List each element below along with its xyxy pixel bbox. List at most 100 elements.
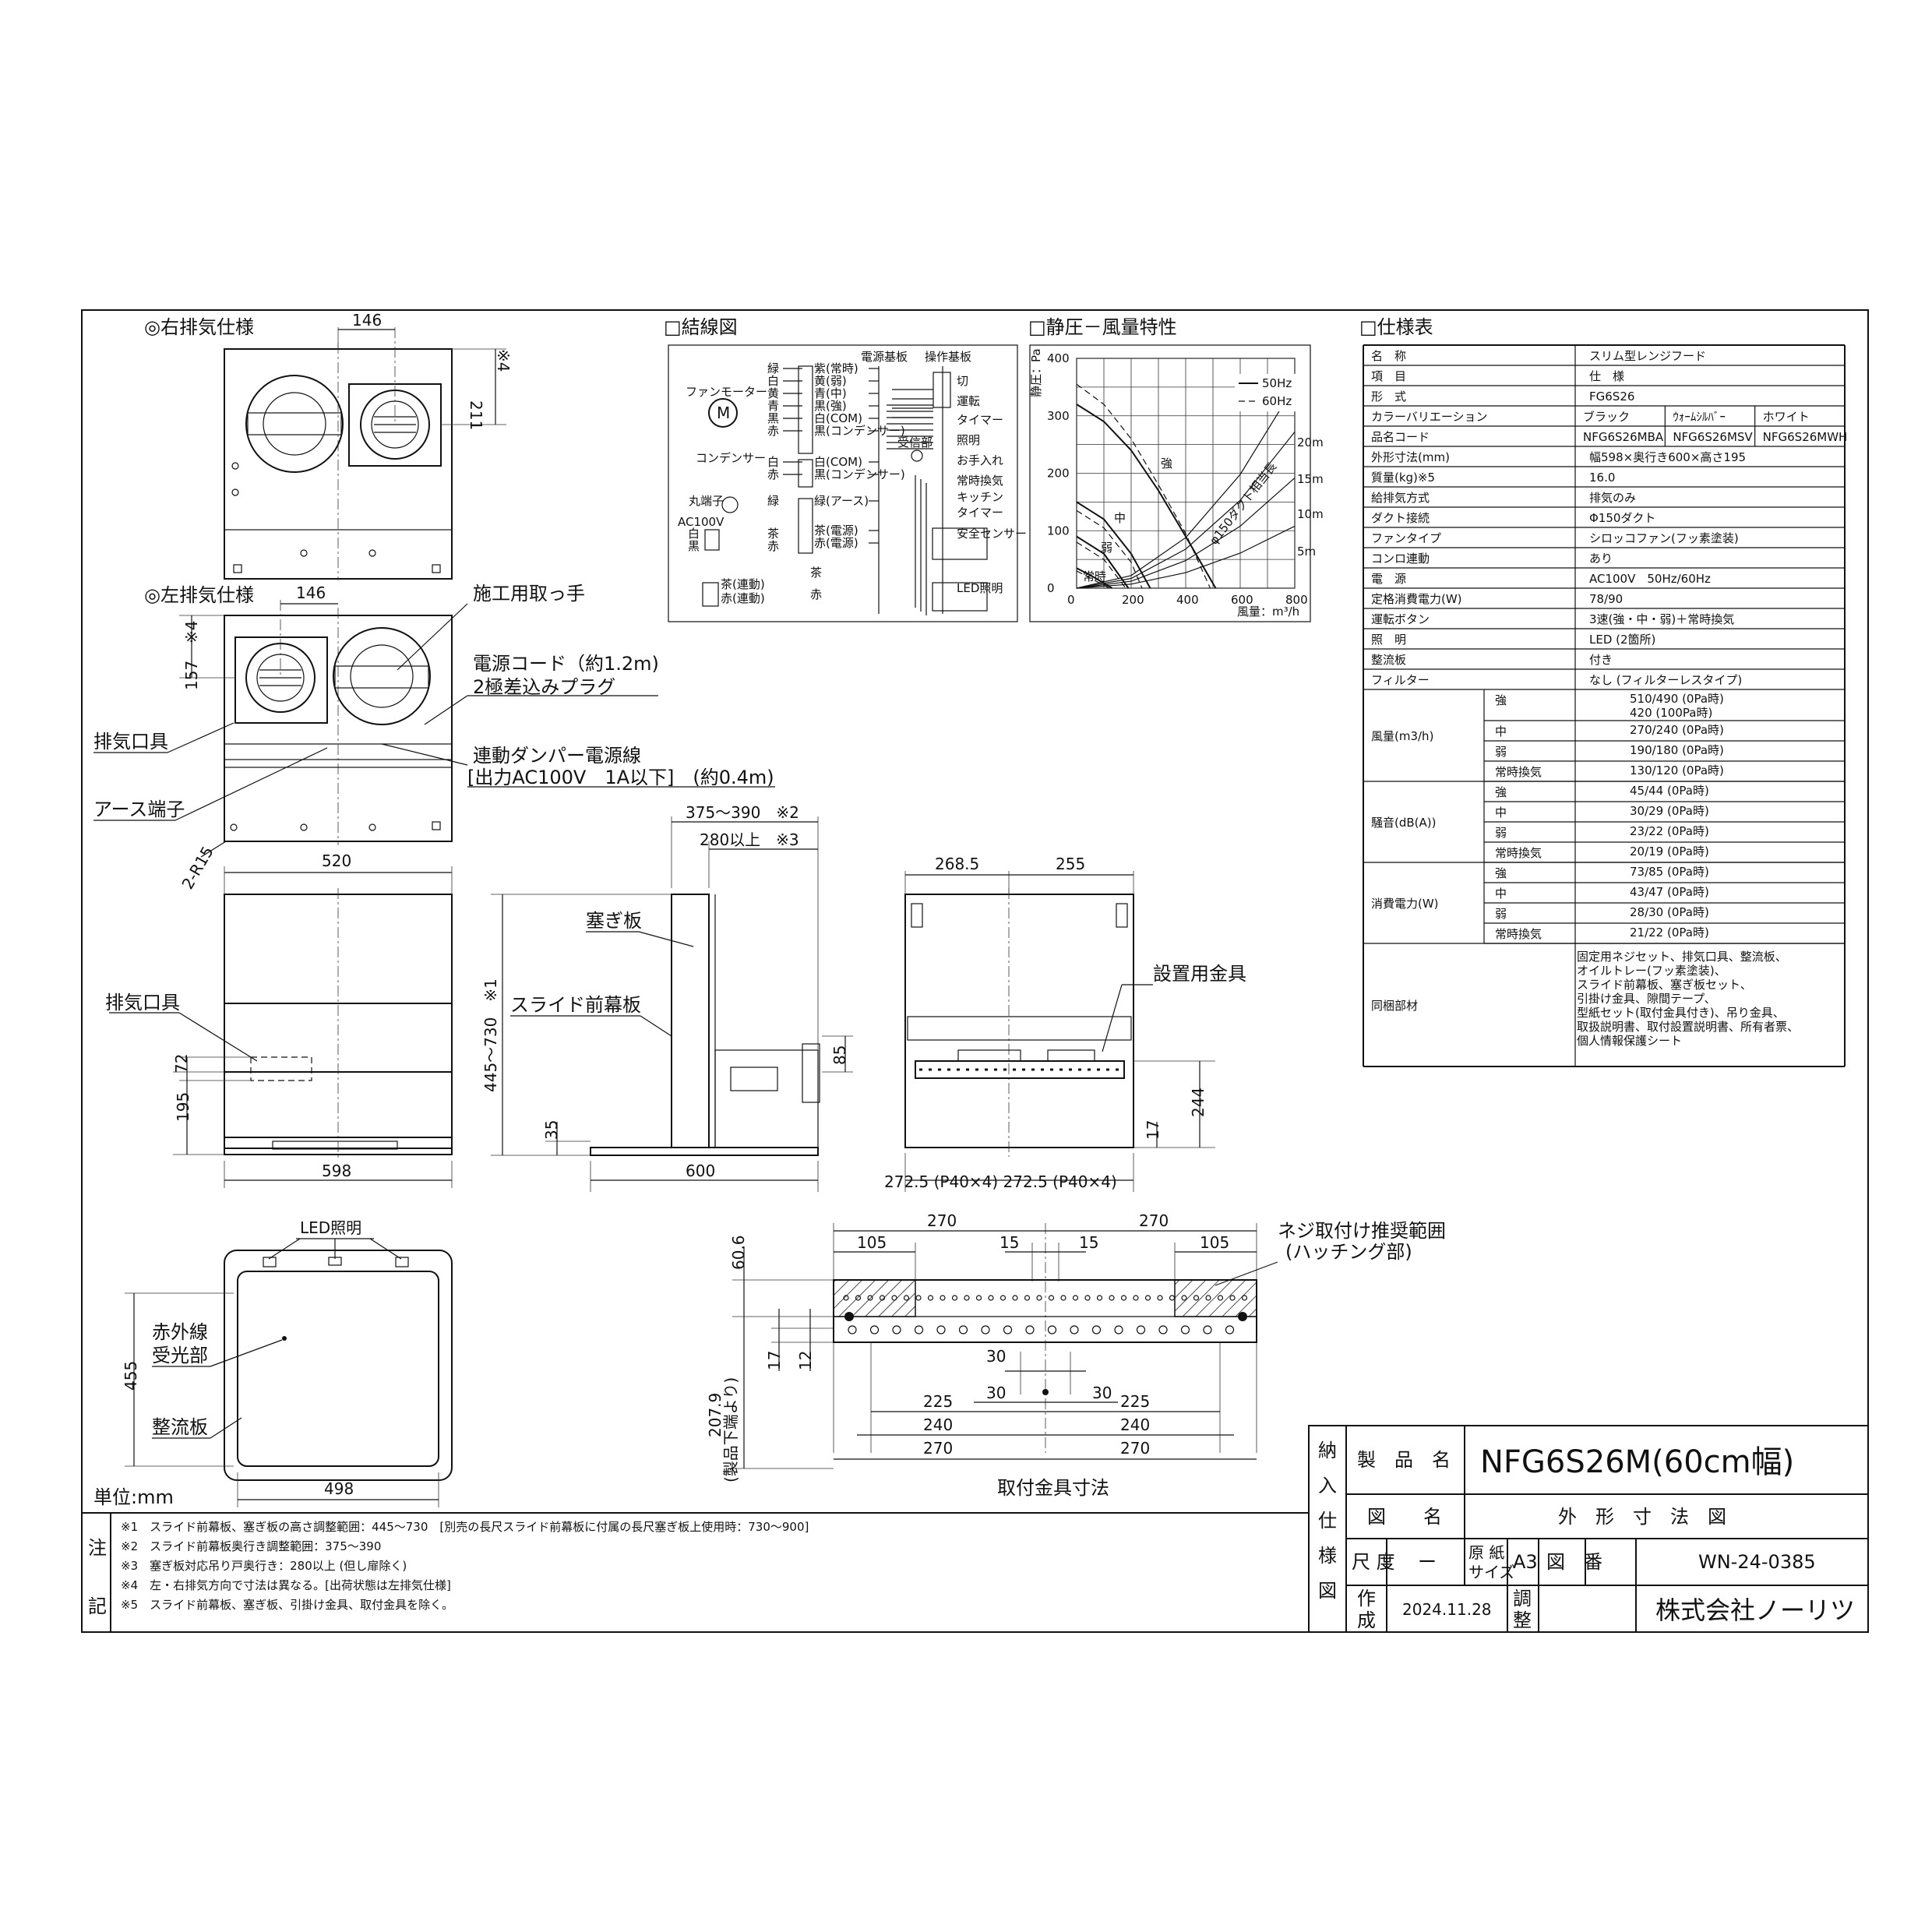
bracket-dim-30a: 30 bbox=[986, 1347, 1006, 1366]
spec-value: スリム型レンジフード bbox=[1589, 349, 1706, 363]
bracket-dim-270a: 270 bbox=[927, 1211, 957, 1230]
tb-checked-label-2: 整 bbox=[1513, 1609, 1532, 1631]
spec-value: 幅598×奥行き600×高さ195 bbox=[1589, 450, 1746, 464]
wiring-motor-wire-color: 緑 bbox=[767, 361, 779, 375]
chart-duct-label: 15m bbox=[1297, 472, 1324, 486]
bracket-holes bbox=[843, 1295, 1248, 1334]
tb-side-4: 様 bbox=[1318, 1545, 1337, 1567]
bracket-hole bbox=[855, 1295, 862, 1301]
tb-drawing-no-label: 図 番 bbox=[1546, 1551, 1602, 1573]
bracket-hole bbox=[879, 1295, 886, 1301]
tb-scale-label: 尺 度 bbox=[1352, 1551, 1395, 1573]
spec-label: 外形寸法(mm) bbox=[1371, 450, 1450, 464]
chart-series-line bbox=[1076, 386, 1296, 589]
note-line-3: ※3 塞ぎ板対応吊り戸奥行き：280以上 (但し扉除く) bbox=[121, 1559, 407, 1573]
wiring-diagram: □結線図 電源基板 操作基板 ファンモーター M 緑白黄青黒赤白赤緑白黒茶赤茶(… bbox=[664, 316, 1027, 622]
tb-drawing-name-label: 図 名 bbox=[1367, 1506, 1442, 1528]
bottom-led: LED照明 bbox=[300, 1218, 361, 1237]
accessories-label: 同梱部材 bbox=[1371, 999, 1418, 1013]
wiring-ac-left: 黒 bbox=[688, 539, 700, 553]
bracket-hole bbox=[1060, 1295, 1066, 1301]
notes-heading-2: 記 bbox=[88, 1595, 107, 1617]
bracket-hole bbox=[940, 1295, 946, 1301]
spec-label: 電 源 bbox=[1371, 572, 1406, 586]
spec-value: 3速(強・中・弱)＋常時換気 bbox=[1589, 612, 1734, 626]
spec-value: Φ150ダクト bbox=[1589, 511, 1655, 525]
wiring-pin-label: 黒(コンデンサー) bbox=[814, 424, 905, 438]
bracket-hole bbox=[1241, 1295, 1248, 1301]
bracket-dim-240b: 240 bbox=[1120, 1416, 1150, 1434]
spec-group-sub: 中 bbox=[1495, 887, 1507, 901]
front-dim-72: 72 bbox=[172, 1054, 191, 1074]
spec-label: 名 称 bbox=[1371, 349, 1406, 363]
accessory-line: 個人情報保護シート bbox=[1577, 1034, 1682, 1048]
callout-handle: 施工用取っ手 bbox=[473, 583, 585, 605]
spec-group-value: 270/240 (0Pa時) bbox=[1630, 723, 1724, 737]
spec-group-sub: 弱 bbox=[1495, 826, 1507, 840]
spec-group-value: 190/180 (0Pa時) bbox=[1630, 743, 1724, 757]
chart-series-line bbox=[1076, 535, 1130, 589]
spec-label: 運転ボタン bbox=[1371, 612, 1430, 626]
side-dim-85: 85 bbox=[830, 1045, 849, 1065]
spec-group-sub: 強 bbox=[1495, 785, 1507, 799]
spec-value: LED (2箇所) bbox=[1589, 633, 1655, 647]
bracket-hole bbox=[964, 1295, 970, 1301]
side-slide-panel: スライド前幕板 bbox=[510, 994, 641, 1016]
bracket-caption: 取付金具寸法 bbox=[997, 1477, 1109, 1499]
left-view-callouts: 施工用取っ手 電源コード（約1.2m) 2極差込みプラグ 排気口具 連動ダンパー… bbox=[93, 583, 775, 892]
accessory-line: 型紙セット(取付金具付き)、吊り金具、 bbox=[1577, 1006, 1785, 1020]
left-exhaust-view: ◎左排気仕様 146 157 ※4 bbox=[144, 583, 453, 845]
tb-product-name-label: 製 品 名 bbox=[1357, 1449, 1451, 1471]
wiring-interlock-right: 茶 bbox=[810, 566, 822, 580]
tb-paper-value: A3 bbox=[1513, 1551, 1538, 1573]
bracket-screw-range-1: ネジ取付け推奨範囲 bbox=[1278, 1220, 1446, 1242]
wiring-terminal: 丸端子 bbox=[689, 494, 724, 508]
wiring-switch-label: 常時換気 bbox=[957, 474, 1003, 488]
note-line-1: ※1 スライド前幕板、塞ぎ板の高さ調整範囲：445～730 [別売の長尺スライド… bbox=[121, 1520, 809, 1534]
chart-y-tick: 200 bbox=[1047, 467, 1070, 481]
bracket-view: 270 270 105 105 15 15 ネジ取付け推奨範囲 (ハッチング部)… bbox=[706, 1211, 1446, 1499]
bracket-hole bbox=[1047, 1325, 1057, 1334]
bracket-hole bbox=[951, 1295, 958, 1301]
wiring-cap-wire-color: 赤 bbox=[767, 467, 779, 481]
callout-damper-1: 連動ダンパー電源線 bbox=[473, 745, 641, 767]
spec-group-value: 73/85 (0Pa時) bbox=[1630, 865, 1709, 879]
note-line-4: ※4 左・右排気方向で寸法は異なる。[出荷状態は左排気仕様] bbox=[121, 1578, 451, 1592]
wiring-interlock-left: 赤(連動) bbox=[721, 591, 765, 605]
bracket-dim-15a: 15 bbox=[999, 1233, 1019, 1252]
spec-group-value: 28/30 (0Pa時) bbox=[1630, 905, 1709, 919]
wiring-title: □結線図 bbox=[664, 316, 738, 338]
spec-group-sub: 中 bbox=[1495, 806, 1507, 820]
spec-value: ブラック bbox=[1583, 410, 1630, 424]
bracket-hole bbox=[848, 1325, 857, 1334]
spec-group-value: 130/120 (0Pa時) bbox=[1630, 763, 1724, 777]
accessory-line: 引掛け金具、隙間テープ、 bbox=[1577, 992, 1716, 1006]
spec-table-title: □仕様表 bbox=[1359, 316, 1433, 338]
spec-value: シロッコファン(フッ素塗装) bbox=[1589, 531, 1739, 545]
chart-curve-label: 中 bbox=[1114, 511, 1126, 525]
chart-y-tick: 0 bbox=[1047, 581, 1055, 595]
chart-legend-item: 50Hz bbox=[1262, 376, 1292, 390]
back-dim-bottom: 272.5 (P40×4) 272.5 (P40×4) bbox=[884, 1172, 1117, 1191]
bracket-hole bbox=[892, 1325, 901, 1334]
bracket-dim-17: 17 bbox=[765, 1351, 784, 1370]
tb-drawing-no: WN-24-0385 bbox=[1698, 1551, 1816, 1573]
note-line-2: ※2 スライド前幕板奥行き調整範囲：375～390 bbox=[121, 1539, 381, 1553]
chart-series-line bbox=[1076, 477, 1296, 589]
chart-x-tick: 0 bbox=[1067, 593, 1075, 607]
front-dim-598: 598 bbox=[322, 1162, 351, 1180]
accessory-line: オイルトレー(フッ素塗装)、 bbox=[1577, 964, 1726, 978]
back-dim-268-5: 268.5 bbox=[935, 855, 979, 873]
side-dim-375-390: 375～390 ※2 bbox=[686, 803, 799, 822]
spec-value: NFG6S26MBA bbox=[1583, 430, 1664, 444]
tb-paper-label-1: 原 紙 bbox=[1468, 1543, 1504, 1562]
bracket-dim-270c: 270 bbox=[923, 1439, 953, 1458]
bracket-hole bbox=[1084, 1295, 1091, 1301]
spec-label: 項 目 bbox=[1371, 369, 1406, 383]
tb-side-2: 入 bbox=[1318, 1475, 1337, 1497]
bracket-hole bbox=[988, 1295, 994, 1301]
bottom-rectifier: 整流板 bbox=[152, 1416, 208, 1438]
